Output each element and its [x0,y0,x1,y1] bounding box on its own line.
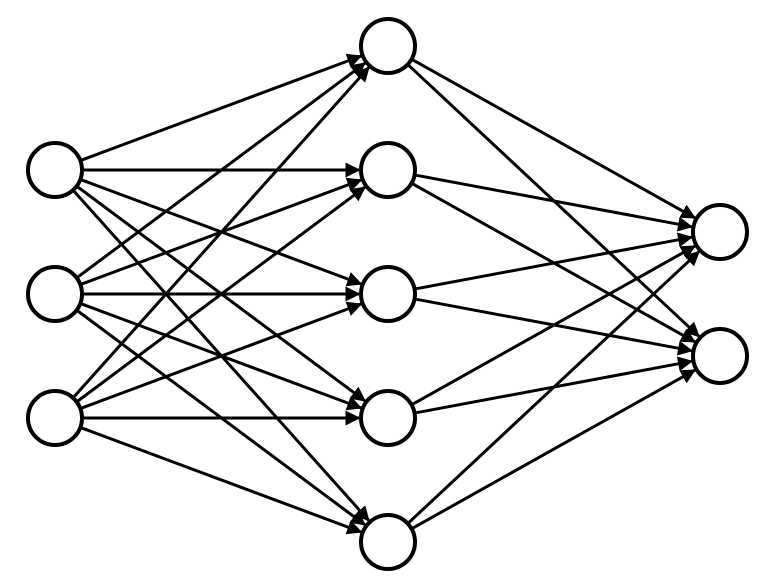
connection-arrow-input-3-to-hidden-3 [79,301,363,410]
hidden-node-2 [359,141,417,199]
connection-arrow-input-3-to-hidden-2 [75,186,366,404]
output-node-2 [691,327,749,385]
input-node-1 [26,141,84,199]
connection-arrow-input-2-to-hidden-1 [75,62,366,280]
input-node-2 [26,265,84,323]
connection-arrow-hidden-2-to-output-1 [414,173,693,232]
connection-arrow-hidden-4-to-output-1 [410,244,697,407]
connection-arrow-input-3-to-hidden-1 [71,66,370,399]
hidden-node-5 [359,513,417,571]
output-node-1 [691,203,749,261]
input-node-3 [26,389,84,447]
connection-arrow-hidden-3-to-output-1 [414,232,693,291]
hidden-node-3 [359,265,417,323]
connection-arrow-hidden-5-to-output-1 [406,250,700,525]
connections [71,53,700,535]
hidden-node-4 [359,389,417,447]
connection-arrow-input-1-to-hidden-1 [79,53,363,162]
neurons [26,17,749,571]
connection-arrow-input-3-to-hidden-5 [79,426,363,535]
connection-arrow-hidden-5-to-output-2 [410,368,697,531]
connection-arrow-hidden-1-to-output-1 [410,57,697,220]
hidden-node-1 [359,17,417,75]
